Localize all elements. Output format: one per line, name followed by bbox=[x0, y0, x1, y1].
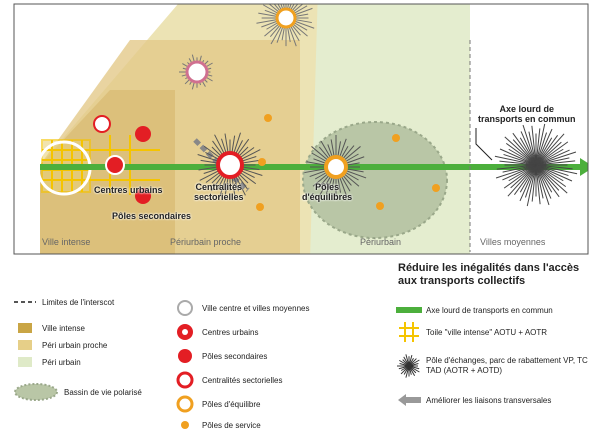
legend-item-ville-centre: Ville centre et villes moyennes bbox=[172, 300, 309, 316]
legend-item-centralites: Centralités sectorielles bbox=[172, 371, 283, 389]
legend-item-poles-service: Pôles de service bbox=[172, 417, 261, 433]
legend-label: Centres urbains bbox=[202, 327, 259, 337]
legend-label: Toile "ville intense" AOTU + AOTR bbox=[426, 327, 548, 337]
centralite-sectorielle-marker bbox=[216, 151, 244, 179]
label-centralites-line2: sectorielles bbox=[194, 192, 244, 202]
legend-label: Centralités sectorielles bbox=[202, 375, 283, 385]
liaisons-arrow-icon bbox=[396, 392, 422, 408]
zone-label-periurbain: Périurbain bbox=[360, 237, 402, 247]
zone-label-villes-moyennes: Villes moyennes bbox=[480, 237, 546, 247]
legend-title-line1: Réduire les inégalités dans l'accès bbox=[398, 262, 580, 274]
ville-moyenne-marker bbox=[93, 115, 111, 133]
label-poles-secondaires: Pôles secondaires bbox=[112, 211, 192, 221]
legend-label: Pôles secondaires bbox=[202, 351, 268, 361]
pole-secondaire-marker bbox=[135, 126, 151, 142]
legend-label-line1: Pôle d'échanges, parc de rabattement VP,… bbox=[426, 356, 588, 365]
legend-label: Pôle d'échanges, parc de rabattement VP,… bbox=[426, 356, 588, 376]
poles-service-icon bbox=[172, 417, 198, 433]
legend-title: Réduire les inégalités dans l'accès aux … bbox=[398, 262, 579, 288]
label-centralites: Centralités sectorielles bbox=[194, 182, 244, 202]
legend-item-liaisons: Améliorer les liaisons transversales bbox=[396, 392, 551, 408]
toile-icon bbox=[396, 322, 422, 342]
peri-urbain-swatch bbox=[12, 354, 38, 370]
label-poles-equilibres: Pôles d'équilibres bbox=[302, 182, 352, 202]
legend-label: Péri urbain proche bbox=[42, 340, 108, 350]
pole-echanges-burst bbox=[494, 123, 578, 207]
legend-label: Pôles d'équilibre bbox=[202, 399, 261, 409]
pole-equilibre-marker bbox=[324, 155, 348, 179]
poles-de-service bbox=[256, 114, 440, 211]
ville-moyenne-marker bbox=[185, 60, 209, 84]
label-centres-urbains: Centres urbains bbox=[94, 185, 163, 195]
peri-urbain-proche-swatch bbox=[12, 337, 38, 353]
legend-label: Ville intense bbox=[42, 323, 85, 333]
label-poles-line2: d'équilibres bbox=[302, 192, 353, 202]
axe-lourd-icon bbox=[396, 302, 422, 318]
label-axe-line1: Axe lourd de bbox=[499, 104, 555, 114]
pole-secondaire-marker bbox=[135, 188, 151, 204]
label-axe-line2: transports en commun bbox=[478, 114, 576, 124]
label-poles-line1: Pôles bbox=[315, 182, 340, 192]
ville-moyenne-marker bbox=[275, 7, 297, 29]
poles-secondaires-icon bbox=[172, 348, 198, 364]
legend-label-line2: TAD (AOTR + AOTD) bbox=[426, 366, 503, 375]
bassin-icon bbox=[12, 383, 60, 401]
legend-item-axe-lourd: Axe lourd de transports en commun bbox=[396, 302, 553, 318]
ville-intense-swatch bbox=[12, 320, 38, 336]
legend-item-peri-urbain-proche: Péri urbain proche bbox=[12, 337, 107, 353]
legend-label: Péri urbain bbox=[42, 357, 81, 367]
zone-label-ville-intense: Ville intense bbox=[42, 237, 91, 247]
legend-label: Axe lourd de transports en commun bbox=[426, 305, 553, 315]
label-axe-lourd: Axe lourd de transports en commun bbox=[478, 104, 576, 124]
centres-urbains-icon bbox=[172, 324, 198, 340]
legend-item-pole-echanges: Pôle d'échanges, parc de rabattement VP,… bbox=[396, 354, 588, 378]
centre-urbain-marker bbox=[105, 155, 125, 175]
zone-label-periurbain-proche: Périurbain proche bbox=[170, 237, 242, 247]
legend-item-interscot: Limites de l'interscot bbox=[12, 294, 114, 310]
map-frame bbox=[13, 3, 589, 255]
dashed-line-icon bbox=[12, 294, 38, 310]
ville-centre-icon bbox=[172, 300, 198, 316]
poles-equilibre-icon bbox=[172, 395, 198, 413]
legend-label: Pôles de service bbox=[202, 420, 261, 430]
legend-burst bbox=[397, 354, 420, 378]
centralites-icon bbox=[172, 371, 198, 389]
legend-title-line2: aux transports collectifs bbox=[398, 275, 526, 287]
legend-item-toile: Toile "ville intense" AOTU + AOTR bbox=[396, 322, 548, 342]
legend-item-centres-urbains: Centres urbains bbox=[172, 324, 258, 340]
legend-item-poles-equilibre: Pôles d'équilibre bbox=[172, 395, 261, 413]
legend-label: Bassin de vie polarisé bbox=[64, 387, 142, 397]
axe-annotation-pointer bbox=[475, 128, 493, 161]
legend-item-peri-urbain: Péri urbain bbox=[12, 354, 81, 370]
map-diagram bbox=[13, 3, 589, 255]
axe-arrowhead bbox=[580, 158, 588, 176]
legend-label: Améliorer les liaisons transversales bbox=[426, 395, 552, 405]
pole-echanges-icon bbox=[396, 354, 422, 378]
legend-label: Limites de l'interscot bbox=[42, 297, 115, 307]
legend-item-ville-intense: Ville intense bbox=[12, 320, 85, 336]
label-centralites-line1: Centralités bbox=[195, 182, 243, 192]
legend-item-poles-secondaires: Pôles secondaires bbox=[172, 348, 267, 364]
legend-item-bassin: Bassin de vie polarisé bbox=[12, 383, 142, 401]
legend-label: Ville centre et villes moyennes bbox=[202, 303, 310, 313]
